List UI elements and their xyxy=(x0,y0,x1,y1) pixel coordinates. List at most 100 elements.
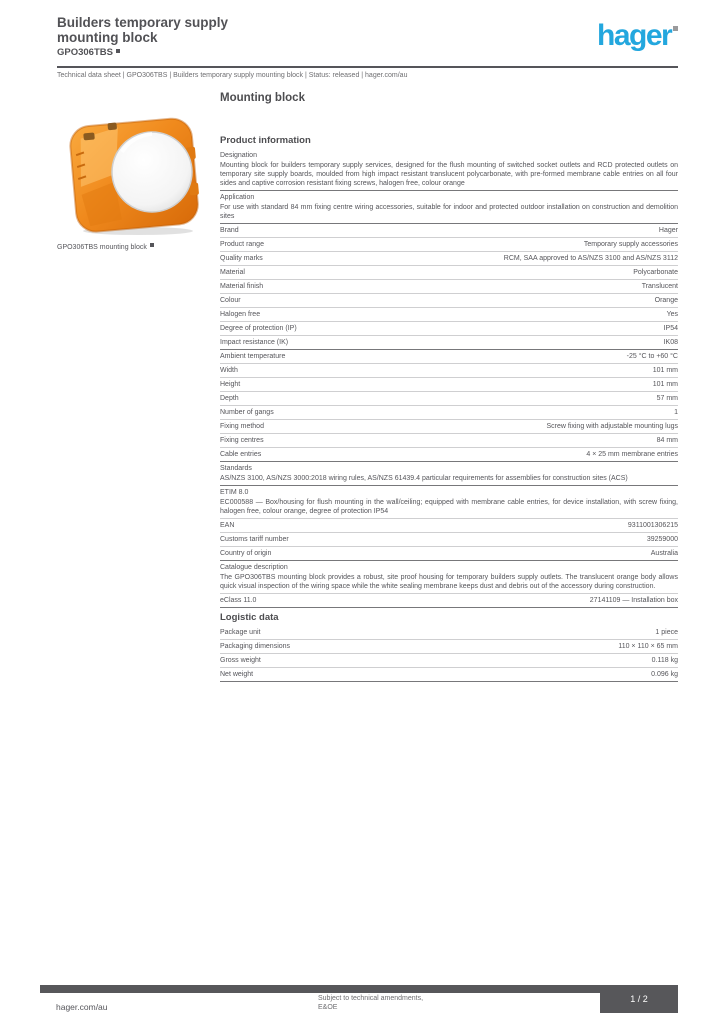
spec-value: Orange xyxy=(654,297,678,304)
logo-registered-mark-icon xyxy=(673,26,679,31)
spec-row: Quality marks RCM, SAA approved to AS/NZS… xyxy=(220,252,678,266)
spec-value: 0.096 kg xyxy=(651,671,678,678)
page-title: Mounting block xyxy=(220,92,305,104)
spec-value: Screw fixing with adjustable mounting lu… xyxy=(546,423,678,430)
spec-value: 101 mm xyxy=(652,367,678,374)
spec-row: Package unit 1 piece xyxy=(220,626,678,640)
section-heading: Logistic data xyxy=(220,612,279,623)
spec-label: Packaging dimensions xyxy=(220,643,291,650)
spec-text: For use with standard 84 mm fixing centr… xyxy=(220,204,678,220)
spec-value: 0.118 kg xyxy=(651,657,678,664)
spec-value: 84 mm xyxy=(656,437,678,444)
spec-value: 9311001306215 xyxy=(627,522,678,529)
spec-label: Impact resistance (IK) xyxy=(220,339,289,346)
spec-row: Customs tariff number 39259000 xyxy=(220,533,678,547)
spec-label: Standards xyxy=(220,465,252,472)
spec-row: Gross weight 0.118 kg xyxy=(220,654,678,668)
spec-label: ETIM 8.0 xyxy=(220,489,249,496)
spec-value: 110 × 110 × 65 mm xyxy=(618,643,678,650)
caption-registered-mark-icon xyxy=(149,243,154,247)
spec-text: EC000588 — Box/housing for flush mountin… xyxy=(220,499,678,515)
spec-label: Quality marks xyxy=(220,255,263,262)
spec-row: Width 101 mm xyxy=(220,364,678,378)
spec-label: Designation xyxy=(220,152,257,159)
spec-label: Cable entries xyxy=(220,451,262,458)
spec-value: 1 piece xyxy=(655,629,678,636)
spec-label: Country of origin xyxy=(220,550,272,557)
spec-row: Country of origin Australia xyxy=(220,547,678,561)
spec-label: eClass 11.0 xyxy=(220,597,257,604)
spec-label: Fixing centres xyxy=(220,437,264,444)
footer-website: hager.com/au xyxy=(50,995,172,1018)
spec-value: -25 °C to +60 °C xyxy=(626,353,678,360)
spec-value: Hager xyxy=(658,227,678,234)
spec-text: AS/NZS 3100, AS/NZS 3000:2018 wiring rul… xyxy=(220,475,628,482)
spec-label: Ambient temperature xyxy=(220,353,286,360)
spec-row: Brand Hager xyxy=(220,224,678,238)
spec-label: Product range xyxy=(220,241,264,248)
spec-value: 39259000 xyxy=(646,536,678,543)
spec-row: Degree of protection (IP)IP54 xyxy=(220,322,678,336)
spec-row: Height 101 mm xyxy=(220,378,678,392)
spec-row: Product range Temporary supply accessorie… xyxy=(220,238,678,252)
hager-logo: hager xyxy=(597,20,679,52)
spec-row: eClass 11.0 27141109 — Installation box xyxy=(220,594,678,608)
spec-label: Net weight xyxy=(220,671,254,678)
spec-row: Material Polycarbonate xyxy=(220,266,678,280)
spec-value: Temporary supply accessories xyxy=(583,241,678,248)
spec-value: IK08 xyxy=(663,339,678,346)
section-heading: Product information xyxy=(220,135,311,146)
spec-label: Fixing method xyxy=(220,423,264,430)
spec-label: Halogen free xyxy=(220,311,261,318)
footer-note-line2: E&OE xyxy=(318,1003,338,1011)
spec-value: Translucent xyxy=(641,283,678,290)
spec-text: The GPO306TBS mounting block provides a … xyxy=(220,574,678,590)
spec-row: Material finish Translucent xyxy=(220,280,678,294)
footer-bar xyxy=(40,985,678,993)
spec-label: Colour xyxy=(220,297,241,304)
product-image xyxy=(60,110,214,240)
spec-value: 1 xyxy=(674,409,678,416)
spec-label: Material xyxy=(220,269,245,276)
product-reference: GPO306TBS xyxy=(57,47,120,58)
spec-text: Mounting block for builders temporary su… xyxy=(220,162,678,187)
spec-row: Net weight 0.096 kg xyxy=(220,668,678,682)
spec-row: Ambient temperature -25 °C to +60 °C xyxy=(220,350,678,364)
spec-row: Number of gangs 1 xyxy=(220,406,678,420)
header-subtitle: Technical data sheet | GPO306TBS | Build… xyxy=(57,72,408,79)
spec-label: EAN xyxy=(220,522,235,529)
spec-label: Package unit xyxy=(220,629,261,636)
spec-row: Impact resistance (IK) IK08 xyxy=(220,336,678,350)
spec-value: 57 mm xyxy=(656,395,678,402)
spec-label: Depth xyxy=(220,395,239,402)
spec-label: Catalogue description xyxy=(220,564,288,571)
footer-note-line1: Subject to technical amendments, xyxy=(318,995,424,1002)
spec-value: 27141109 — Installation box xyxy=(589,597,678,604)
spec-label: Brand xyxy=(220,227,239,234)
spec-row: Fixing method Screw fixing with adjustabl… xyxy=(220,420,678,434)
spec-label: Customs tariff number xyxy=(220,536,289,543)
spec-label: Gross weight xyxy=(220,657,261,664)
spec-value: 4 × 25 mm membrane entries xyxy=(586,451,678,458)
spec-label: Width xyxy=(220,367,238,374)
spec-label: Material finish xyxy=(220,283,264,290)
spec-value: Polycarbonate xyxy=(633,269,678,276)
spec-label: Height xyxy=(220,381,241,388)
spec-value: 101 mm xyxy=(652,381,678,388)
footer-note: Subject to technical amendments, E&OE xyxy=(318,995,423,1012)
product-photo-wallbox xyxy=(69,117,199,235)
product-image-caption: GPO306TBS mounting block xyxy=(57,243,154,251)
spec-label: Degree of protection (IP) xyxy=(220,325,297,332)
spec-value: RCM, SAA approved to AS/NZS 3100 and AS/… xyxy=(503,255,678,262)
document-title-line2: mounting block xyxy=(57,30,158,45)
header-divider xyxy=(57,66,678,68)
spec-label: Number of gangs xyxy=(220,409,274,416)
spec-value: Australia xyxy=(650,550,678,557)
page-number-badge: 1 / 2 xyxy=(600,985,678,1013)
document-title-line1: Builders temporary supply xyxy=(57,15,229,30)
